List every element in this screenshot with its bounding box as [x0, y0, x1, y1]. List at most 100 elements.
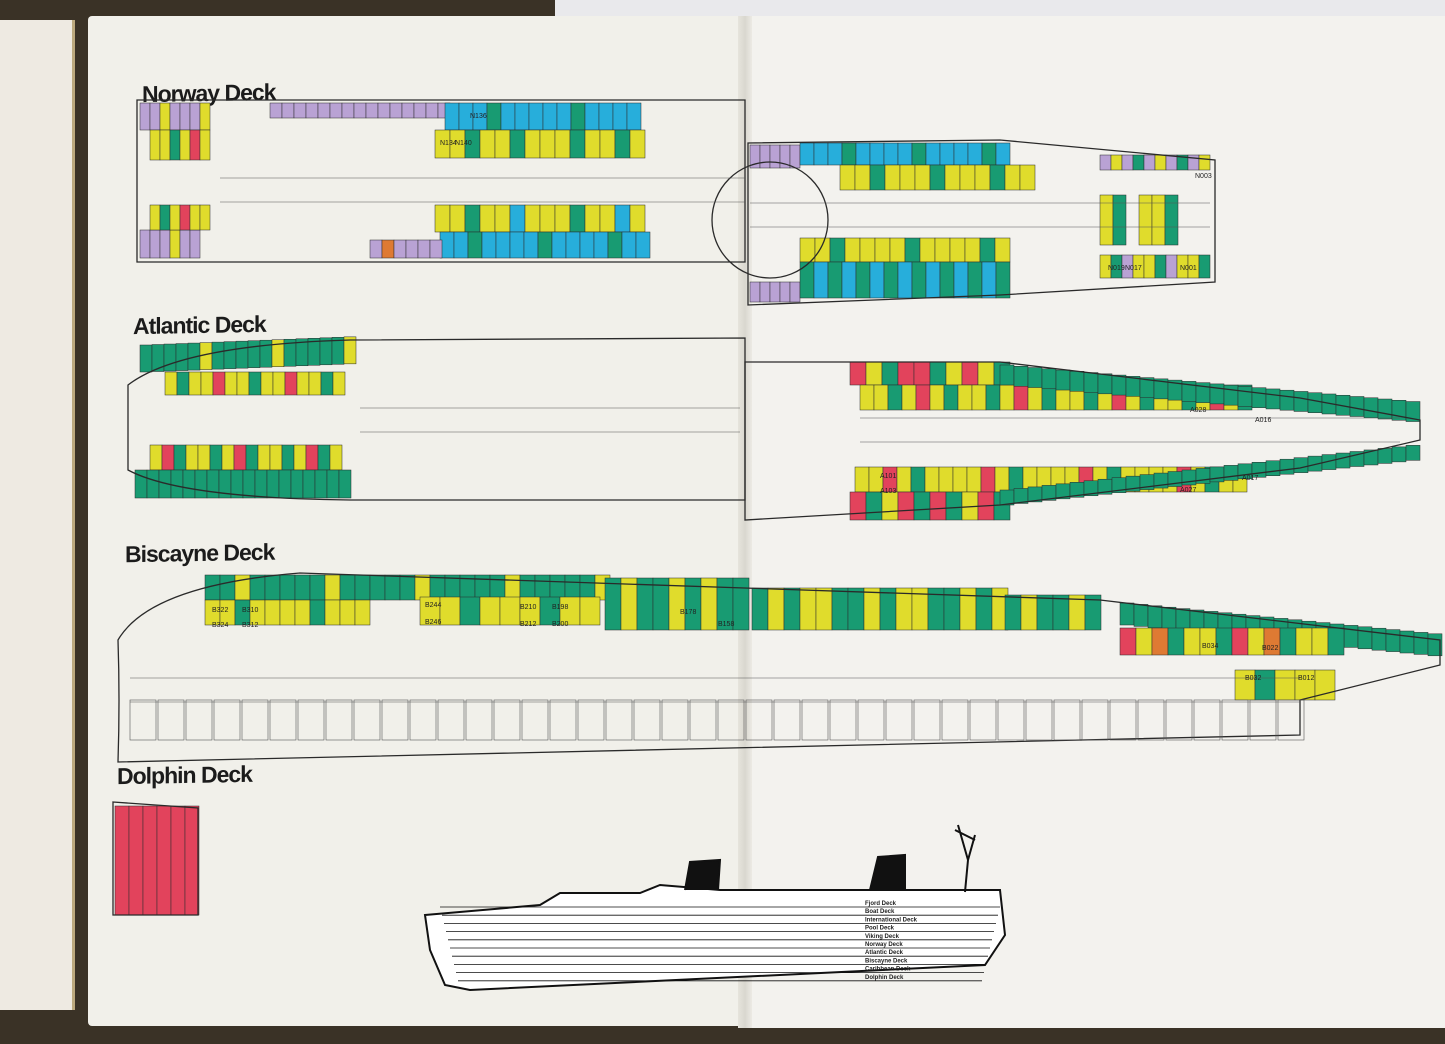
cabin — [163, 343, 177, 372]
cabin — [259, 339, 273, 368]
cabin — [759, 144, 771, 169]
cabin — [179, 229, 191, 259]
cabin — [425, 102, 439, 119]
cabin — [1135, 627, 1153, 656]
cabin — [629, 204, 646, 233]
cabin — [176, 371, 190, 396]
cabin — [319, 337, 333, 366]
cabin — [156, 805, 172, 916]
cabin — [1274, 669, 1296, 701]
interior-lines — [129, 177, 1400, 741]
cabin — [934, 237, 951, 263]
cabin — [847, 587, 865, 631]
cabin — [294, 574, 311, 601]
cabin — [1125, 376, 1141, 397]
cabin — [859, 237, 876, 263]
cabin — [224, 371, 238, 396]
cabin — [343, 336, 357, 365]
cabin — [769, 281, 781, 303]
cabin — [302, 469, 316, 499]
cabin-number: B034 — [1202, 643, 1218, 650]
cabin — [732, 577, 750, 631]
cabin — [881, 361, 899, 386]
cabin — [999, 364, 1015, 386]
cabin — [200, 371, 214, 396]
cabin — [1099, 194, 1114, 246]
cabin — [1019, 164, 1036, 191]
cabin — [467, 231, 483, 259]
cabin — [309, 599, 326, 626]
cabin — [584, 102, 600, 131]
cabin — [999, 384, 1015, 411]
cabin — [339, 599, 356, 626]
cabin — [365, 102, 379, 119]
cabin — [953, 142, 969, 166]
cabin-number: B244 — [425, 602, 441, 609]
cabin — [901, 384, 917, 411]
cabin — [873, 384, 889, 411]
cabin — [1154, 154, 1167, 171]
profile-deck-label: Biscayne Deck — [865, 958, 908, 964]
cabin — [264, 599, 281, 626]
cabin — [320, 371, 334, 396]
cabin — [981, 261, 997, 299]
cabin — [1013, 366, 1029, 387]
cabin — [569, 204, 586, 233]
cabin — [831, 587, 849, 631]
cabin — [429, 239, 443, 259]
cabin — [883, 142, 899, 166]
cabin-number: B198 — [552, 604, 568, 611]
cabin — [149, 204, 161, 231]
cabin — [929, 384, 945, 411]
profile-deck-label: Viking Deck — [865, 934, 900, 940]
cabin — [767, 587, 785, 631]
cabin — [1133, 604, 1149, 627]
cabin — [1327, 627, 1345, 656]
cabin — [593, 231, 609, 259]
cabin — [417, 239, 431, 259]
cabin — [377, 102, 391, 119]
cabin — [169, 229, 181, 259]
cabin — [957, 384, 973, 411]
cabin — [212, 371, 226, 396]
cabin — [500, 102, 516, 131]
cabin — [883, 261, 899, 299]
cabin — [149, 129, 161, 161]
cabin — [584, 129, 601, 159]
cabin — [844, 237, 861, 263]
cabin — [904, 237, 921, 263]
cabin-number: B200 — [552, 621, 568, 628]
cabin — [751, 587, 769, 631]
cabin — [919, 237, 936, 263]
cabin — [1119, 602, 1135, 626]
cabin — [841, 261, 857, 299]
cabin — [524, 204, 541, 233]
cabin — [855, 142, 871, 166]
cabin-number: B210 — [520, 604, 536, 611]
cabin — [197, 444, 211, 471]
cabin — [414, 574, 431, 601]
cabin — [279, 574, 296, 601]
cabin — [924, 466, 940, 493]
cabin — [598, 102, 614, 131]
cabin — [897, 491, 915, 521]
cabin — [399, 574, 416, 601]
cabin — [1335, 452, 1351, 469]
cabin — [1068, 594, 1086, 631]
cabin — [254, 469, 268, 499]
cabin — [827, 261, 843, 299]
cabin — [524, 129, 541, 159]
cabin — [799, 587, 817, 631]
cabin — [444, 102, 460, 131]
cabin — [309, 574, 326, 601]
cabin — [236, 371, 250, 396]
cabin — [994, 237, 1011, 263]
cabin — [981, 142, 997, 166]
cabin — [945, 491, 963, 521]
cabin — [369, 574, 386, 601]
norway-deck-outline-fore — [136, 99, 746, 263]
cabin — [1311, 627, 1329, 656]
cabin — [326, 469, 340, 499]
cabin — [486, 102, 502, 131]
cabin — [245, 444, 259, 471]
